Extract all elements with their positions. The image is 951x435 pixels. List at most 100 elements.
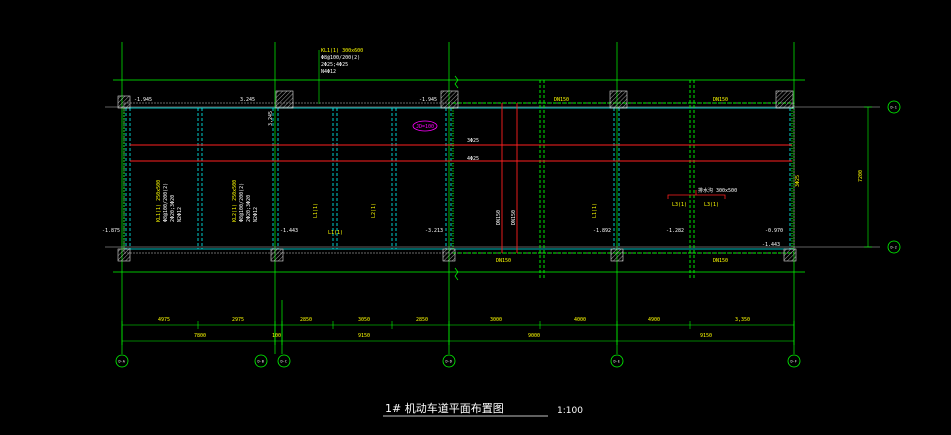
svg-text:排水沟 300x500: 排水沟 300x500: [698, 187, 737, 194]
columns: [117, 90, 797, 262]
bracket-top: [667, 194, 726, 199]
dim-upper-7: 4000: [574, 317, 586, 323]
elevation-tags-bottom: -1.875 -1.443 -3.213 -1.892 -1.282 -0.97…: [102, 228, 783, 248]
dim-upper-5: 2850: [416, 317, 428, 323]
grid-bubble-d1: D-1: [887, 100, 901, 114]
svg-text:DN150: DN150: [496, 210, 502, 225]
break-mark-bottom: [454, 267, 459, 281]
dimension-lines: [121, 106, 872, 345]
svg-text:Φ8@100/200(2): Φ8@100/200(2): [163, 183, 169, 222]
dim-lower-3: 9150: [358, 333, 370, 339]
grid-bubble-dc: D-C: [277, 354, 291, 368]
span-tags: L1(1) L2(1) L1(1) L1(1): [313, 203, 598, 236]
vertical-tag-b: 3,245: [268, 111, 274, 126]
svg-text:D-E: D-E: [614, 360, 620, 364]
svg-text:-1.443: -1.443: [762, 242, 780, 248]
break-mark-top: [454, 75, 459, 89]
column-d2: [442, 248, 456, 262]
short-label-1: DN150: [554, 97, 569, 103]
magenta-tag: JD=100: [416, 124, 434, 130]
grid-bubble-da: D-A: [115, 354, 129, 368]
dim-right: 7200: [858, 170, 864, 182]
column-e2: [610, 248, 624, 262]
dim-lower-5: 9150: [700, 333, 712, 339]
drawing-scale: 1:100: [557, 406, 583, 416]
dim-upper-3: 2850: [300, 317, 312, 323]
dim-lower-1: 7800: [194, 333, 206, 339]
svg-text:2Φ20;3Φ20: 2Φ20;3Φ20: [170, 195, 176, 222]
column-f1: [775, 90, 794, 109]
svg-text:-0.970: -0.970: [765, 228, 783, 234]
bracket-symbol: [667, 190, 726, 199]
vertical-right-label: 3Φ25: [795, 175, 801, 187]
svg-text:-1.892: -1.892: [593, 228, 611, 234]
horizontal-axes: [105, 106, 880, 248]
upper-dim-texts: 4975 2975 2850 3050 2850 3000 4000 4900 …: [158, 317, 750, 323]
svg-text:DN150: DN150: [713, 258, 728, 264]
drawing-title: 1# 机动车道平面布置图: [385, 401, 504, 415]
grid-bubble-df: D-F: [787, 354, 801, 368]
svg-text:DN150: DN150: [511, 210, 517, 225]
dim-upper-6: 3000: [490, 317, 502, 323]
wall-edges: [123, 108, 793, 249]
svg-text:L1(1): L1(1): [313, 203, 319, 218]
column-e1: [609, 90, 628, 109]
svg-text:L1(1): L1(1): [328, 230, 343, 236]
dim-ticks: [121, 321, 795, 345]
svg-text:KL1(1) 250x500: KL1(1) 250x500: [156, 180, 162, 222]
elevation-tags-top: -1.945 3.245 -1.945 DN150 DN150: [134, 97, 728, 103]
right-grid-bubbles: D-1 D-2: [887, 100, 901, 254]
column-a2: [117, 248, 131, 262]
svg-text:N2Φ12: N2Φ12: [253, 207, 259, 222]
grid-bubble-db: D-B: [254, 354, 268, 368]
svg-text:L3(1): L3(1): [704, 202, 719, 208]
magenta-tag-ring: [412, 120, 438, 132]
column-a1: [117, 95, 131, 109]
svg-text:D-1: D-1: [891, 106, 897, 110]
bracket-labels: 排水沟 300x500 L3(1) L3(1): [672, 187, 737, 208]
top-note-3: 2Φ25;4Φ25: [321, 62, 348, 68]
svg-text:D-A: D-A: [119, 360, 126, 364]
secondary-beams: [125, 108, 791, 249]
svg-text:D-B: D-B: [258, 360, 264, 364]
dim-upper-1: 4975: [158, 317, 170, 323]
dim-upper-4: 3050: [358, 317, 370, 323]
bottom-tags: DN150 DN150: [496, 258, 728, 264]
svg-text:D-2: D-2: [891, 246, 897, 250]
elev-top-2: 3.245: [240, 97, 255, 103]
vertical-pipe-labels: DN150 DN150: [496, 210, 517, 225]
dim-upper-9: 3,350: [735, 317, 750, 323]
beam-tag-2: KL2(1) 250x500 Φ8@100/200(2) 2Φ20;3Φ20 N…: [232, 180, 259, 222]
break-marks: [454, 75, 459, 281]
svg-text:L2(1): L2(1): [371, 203, 377, 218]
top-leader-note: KL1(1) 300x600 Φ8@100/200(2) 2Φ25;4Φ25 N…: [318, 48, 363, 104]
bottom-grid-bubbles: D-A D-B D-C D-D D-E D-F: [115, 354, 801, 368]
grid-bubble-dd: D-D: [442, 354, 456, 368]
svg-text:L1(1): L1(1): [592, 203, 598, 218]
pipe-label-h2: 4Φ25: [467, 156, 479, 162]
elev-top-1: -1.945: [134, 97, 152, 103]
beam-tag-1: KL1(1) 250x500 Φ8@100/200(2) 2Φ20;3Φ20 N…: [156, 180, 183, 222]
column-b1: [275, 90, 294, 109]
dim-upper-8: 4900: [648, 317, 660, 323]
grid-bubble-de: D-E: [610, 354, 624, 368]
svg-text:D-D: D-D: [446, 360, 452, 364]
column-d1: [440, 90, 459, 109]
dim-upper-2: 2975: [232, 317, 244, 323]
top-note-4: N4Φ12: [321, 69, 336, 75]
svg-text:-1.875: -1.875: [102, 228, 120, 234]
top-note-2: Φ8@100/200(2): [321, 55, 360, 61]
lower-dim-texts: 7800 100 9150 9000 9150: [194, 333, 712, 339]
pipe-label-h1: 3Φ25: [467, 138, 479, 144]
svg-text:D-C: D-C: [281, 360, 287, 364]
svg-text:KL2(1) 250x500: KL2(1) 250x500: [232, 180, 238, 222]
svg-text:L3(1): L3(1): [672, 202, 687, 208]
svg-text:-1.443: -1.443: [280, 228, 298, 234]
grid-bubble-d2: D-2: [887, 240, 901, 254]
short-label-2: DN150: [713, 97, 728, 103]
svg-text:D-F: D-F: [791, 360, 797, 364]
top-note-1: KL1(1) 300x600: [321, 48, 363, 54]
svg-text:2Φ20;3Φ20: 2Φ20;3Φ20: [246, 195, 252, 222]
